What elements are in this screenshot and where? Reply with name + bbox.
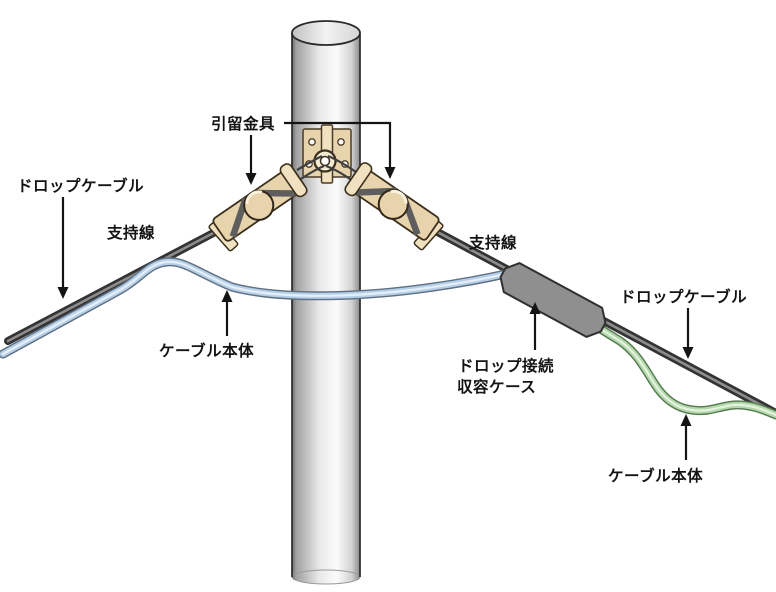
pole-shaft: [292, 33, 360, 578]
drop-connection-case: [499, 262, 607, 338]
tension-clamp-left: [208, 163, 308, 252]
ring-hole: [319, 155, 331, 167]
cable-body-left: [0, 257, 515, 359]
arrowhead-up-icon: [221, 290, 233, 302]
clamp-collar: [344, 162, 373, 197]
label-anchor-fitting: 引留金具: [211, 114, 275, 133]
label-connection-case-line2: 収容ケース: [457, 377, 536, 396]
anchor-fitting-connector-line: [284, 121, 392, 170]
label-drop-cable-right: ドロップケーブル: [620, 287, 747, 306]
knob-highlight: [245, 190, 263, 205]
bracket-bolt-hole: [308, 138, 316, 146]
cable-body-right: [578, 313, 776, 420]
arrowhead-down-icon: [245, 173, 257, 185]
bracket-bolt-hole: [337, 138, 345, 146]
utility-pole: [291, 20, 361, 585]
label-drop-cable-left: ドロップケーブル: [17, 176, 144, 195]
tension-clamp-right: [344, 162, 444, 251]
label-cable-body-left: ケーブル本体: [159, 341, 254, 360]
arrowhead-down-icon: [57, 287, 69, 299]
pole-top: [291, 20, 361, 46]
arrowhead-up-icon: [680, 414, 692, 426]
arrowhead-down-icon: [682, 347, 694, 359]
label-connection-case-line1: ドロップ接続: [458, 356, 554, 375]
knob-highlight: [390, 189, 408, 204]
label-cable-body-right: ケーブル本体: [608, 466, 703, 485]
arrowhead-up-icon: [529, 302, 541, 314]
pole-bottom: [291, 569, 361, 585]
arrowhead-down-icon: [384, 167, 396, 179]
label-support-wire-right: 支持線: [468, 233, 517, 252]
clamp-collar: [279, 163, 308, 198]
annotations: 引留金具 ドロップケーブル 支持線 ケーブル本体 支持線 ドロップケーブル ドロ…: [17, 114, 747, 485]
wire-loop: [327, 154, 357, 173]
label-support-wire-left: 支持線: [106, 223, 155, 242]
wire-loop: [296, 155, 323, 171]
support-wire-left: [4, 215, 244, 345]
